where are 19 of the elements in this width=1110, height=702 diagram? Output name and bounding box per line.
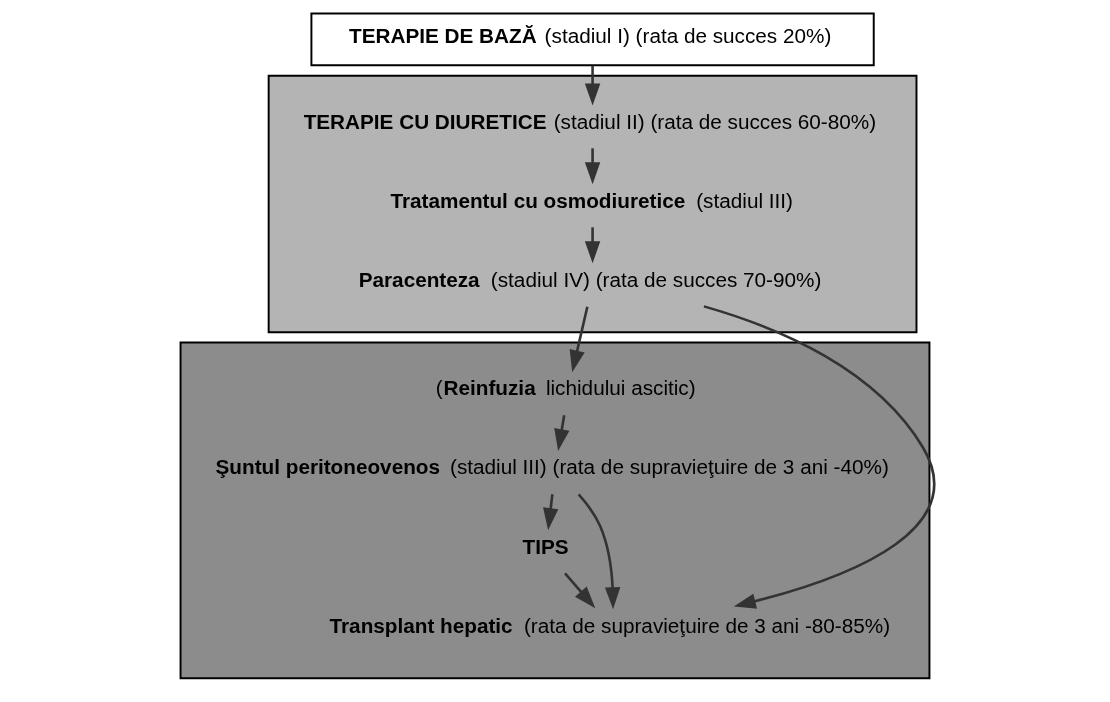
arrow [584, 227, 601, 264]
cluster [267, 74, 918, 334]
arrow [564, 572, 596, 609]
arrow [543, 494, 559, 531]
node-text: (Reinfuzia lichidului ascitic) [435, 376, 696, 400]
arrow [703, 305, 936, 609]
node-text: Tratamentul cu osmodiuretice (stadiul III) [390, 188, 793, 212]
arrow [584, 148, 601, 185]
node-text: Paracenteza (stadiul IV) (rata de succes 70-90%) [358, 267, 822, 291]
node-text: TIPS [522, 534, 569, 558]
node-text: TERAPIE CU DIURETICE (stadiul II) (rata de succes 60-80%) [303, 109, 877, 133]
cluster [179, 341, 931, 680]
arrow [577, 493, 621, 610]
arrow [569, 306, 589, 373]
arrow [554, 415, 570, 452]
node-text: Şuntul peritoneovenos (stadiul III) (rata de supravieţuire de 3 ani -40%) [215, 455, 889, 479]
arrow [584, 65, 601, 106]
node-text: Transplant hepatic (rata de supravieţuire de 3 ani -80-85%) [329, 613, 891, 637]
node-box: TERAPIE DE BAZĂ (stadiul I) (rata de succes 20%) [310, 12, 875, 67]
